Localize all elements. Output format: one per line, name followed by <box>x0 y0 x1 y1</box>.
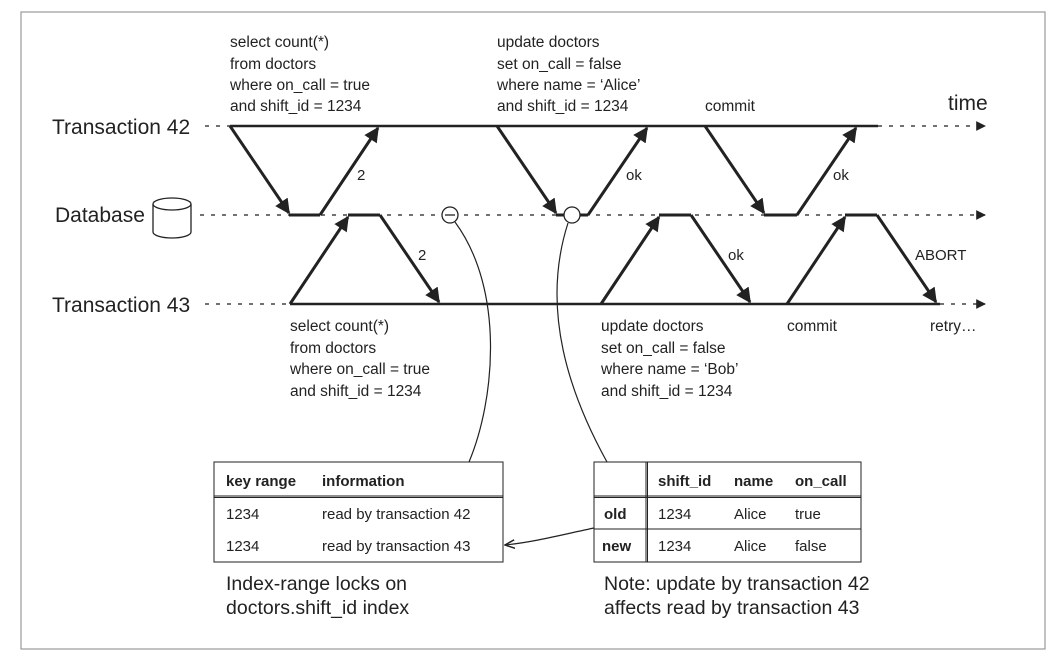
t43-select-query: select count(*) from doctors where on_ca… <box>289 318 434 400</box>
lock-table-cell: 1234 <box>226 506 259 523</box>
lock-table-cell: read by transaction 43 <box>322 538 470 555</box>
t43-commit-label: commit <box>787 318 838 335</box>
t43-commit-exchange <box>785 213 938 305</box>
row-version-table: shift_id name on_call old 1234 Alice tru… <box>593 461 862 563</box>
t42-commit-exchange <box>703 125 858 217</box>
t43-update-ok: ok <box>728 247 744 264</box>
t43-update-exchange <box>599 213 752 305</box>
t42-update-ok: ok <box>626 167 642 184</box>
row-table-header-on-call: on_call <box>795 473 847 490</box>
row-table-cell: 1234 <box>658 538 691 555</box>
t43-select-exchange <box>288 213 441 305</box>
row-write-marker <box>563 206 581 224</box>
lock-connector-line <box>454 221 492 463</box>
t43-update-query: update doctors set on_call = false where… <box>600 318 742 400</box>
t42-count-result: 2 <box>357 167 365 184</box>
row-table-cell: Alice <box>734 506 767 523</box>
t42-update-query: update doctors set on_call = false where… <box>496 34 644 115</box>
row-table-label-old: old <box>604 506 627 523</box>
affects-read-arrow <box>505 527 595 545</box>
row-table-label-new: new <box>602 538 632 555</box>
row-table-cell: false <box>795 538 827 555</box>
lock-table-header-information: information <box>322 473 405 490</box>
row-table-caption: Note: update by transaction 42 affects r… <box>604 573 875 619</box>
index-range-lock-table: key range information 1234 read by trans… <box>213 461 504 563</box>
t43-retry-label: retry… <box>930 318 977 335</box>
row-table-cell: 1234 <box>658 506 691 523</box>
lock-table-caption: Index-range locks on doctors.shift_id in… <box>226 573 412 619</box>
figure-frame <box>20 11 1046 650</box>
t42-commit-label: commit <box>705 98 756 115</box>
row-table-cell: Alice <box>734 538 767 555</box>
row-table-header-shift-id: shift_id <box>658 473 711 490</box>
lock-table-cell: read by transaction 42 <box>322 506 470 523</box>
lane-label-transaction-43: Transaction 43 <box>52 294 190 317</box>
row-table-cell: true <box>795 506 821 523</box>
t43-abort-result: ABORT <box>915 247 966 264</box>
t42-update-exchange <box>495 125 649 217</box>
lock-table-cell: 1234 <box>226 538 259 555</box>
t42-commit-ok: ok <box>833 167 849 184</box>
row-table-header-name: name <box>734 473 773 490</box>
t42-select-query: select count(*) from doctors where on_ca… <box>229 34 374 115</box>
lane-label-transaction-42: Transaction 42 <box>52 116 190 139</box>
lane-label-database: Database <box>55 204 145 227</box>
t43-count-result: 2 <box>418 247 426 264</box>
row-connector-line <box>556 222 608 463</box>
lock-table-header-key-range: key range <box>226 473 296 490</box>
t42-select-exchange <box>228 125 380 217</box>
time-axis-label: time <box>948 92 988 115</box>
database-cylinder-icon <box>152 197 192 239</box>
